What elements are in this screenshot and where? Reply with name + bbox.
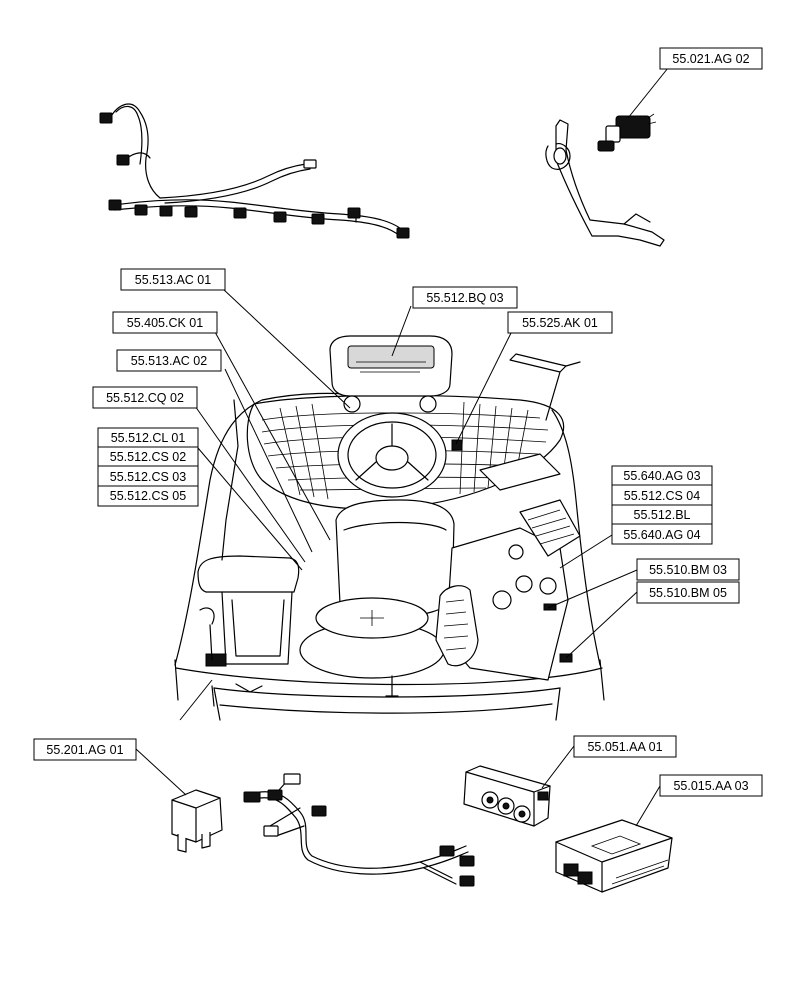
- svg-text:55.021.AG 02: 55.021.AG 02: [672, 52, 749, 66]
- callout-group-left: 55.512.CL 01 55.512.CS 02 55.512.CS 03 5…: [97, 427, 199, 507]
- leader-lines: [135, 67, 669, 827]
- callout-55-512-cs-02[interactable]: 55.512.CS 02: [110, 450, 186, 464]
- callout-55-510-bm-05[interactable]: 55.510.BM 05: [636, 581, 740, 604]
- pressure-switch-icon: [597, 113, 657, 152]
- svg-text:55.525.AK 01: 55.525.AK 01: [522, 316, 598, 330]
- cab-interior: [174, 335, 605, 721]
- svg-text:55.510.BM 05: 55.510.BM 05: [649, 586, 727, 600]
- callout-55-512-cs-03[interactable]: 55.512.CS 03: [110, 470, 186, 484]
- callout-labels: 55.021.AG 02 55.513.AC 01 55.512.BQ 03 5…: [33, 47, 763, 797]
- callout-group-right: 55.640.AG 03 55.512.CS 04 55.512.BL 55.6…: [611, 465, 713, 545]
- callout-55-513-ac-01[interactable]: 55.513.AC 01: [120, 268, 226, 291]
- relay-icon: [171, 789, 223, 853]
- callout-55-512-bq-03[interactable]: 55.512.BQ 03: [412, 286, 518, 309]
- callout-55-512-cs-05[interactable]: 55.512.CS 05: [110, 489, 186, 503]
- svg-text:55.051.AA 01: 55.051.AA 01: [587, 740, 662, 754]
- callout-55-640-ag-03[interactable]: 55.640.AG 03: [623, 469, 700, 483]
- svg-text:55.015.AA 03: 55.015.AA 03: [673, 779, 748, 793]
- callout-55-405-ck-01[interactable]: 55.405.CK 01: [112, 311, 218, 334]
- svg-text:55.513.AC 02: 55.513.AC 02: [131, 354, 207, 368]
- callout-55-512-cq-02[interactable]: 55.512.CQ 02: [92, 386, 198, 409]
- callout-55-051-aa-01[interactable]: 55.051.AA 01: [573, 735, 677, 758]
- callout-55-512-cl-01[interactable]: 55.512.CL 01: [111, 431, 186, 445]
- callout-55-512-bl[interactable]: 55.512.BL: [634, 508, 691, 522]
- callout-55-021-ag-02[interactable]: 55.021.AG 02: [659, 47, 763, 70]
- svg-text:55.201.AG 01: 55.201.AG 01: [46, 743, 123, 757]
- wiring-harness-upper: [99, 103, 410, 239]
- hvac-control-panel-icon: [463, 765, 551, 827]
- svg-text:55.512.BQ 03: 55.512.BQ 03: [426, 291, 503, 305]
- callout-55-525-ak-01[interactable]: 55.525.AK 01: [507, 311, 613, 334]
- svg-text:55.405.CK 01: 55.405.CK 01: [127, 316, 203, 330]
- callout-55-640-ag-04[interactable]: 55.640.AG 04: [623, 528, 700, 542]
- callout-55-513-ac-02[interactable]: 55.513.AC 02: [116, 349, 222, 372]
- wiring-harness-lower: [243, 773, 475, 887]
- svg-text:55.513.AC 01: 55.513.AC 01: [135, 273, 211, 287]
- callout-55-015-aa-03[interactable]: 55.015.AA 03: [659, 774, 763, 797]
- svg-text:55.512.CQ 02: 55.512.CQ 02: [106, 391, 184, 405]
- callout-55-201-ag-01[interactable]: 55.201.AG 01: [33, 738, 137, 761]
- callout-55-512-cs-04[interactable]: 55.512.CS 04: [624, 489, 700, 503]
- control-module-icon: [555, 819, 673, 893]
- svg-text:55.510.BM 03: 55.510.BM 03: [649, 563, 727, 577]
- pedal-with-switch: [545, 113, 665, 247]
- callout-55-510-bm-03[interactable]: 55.510.BM 03: [636, 558, 740, 581]
